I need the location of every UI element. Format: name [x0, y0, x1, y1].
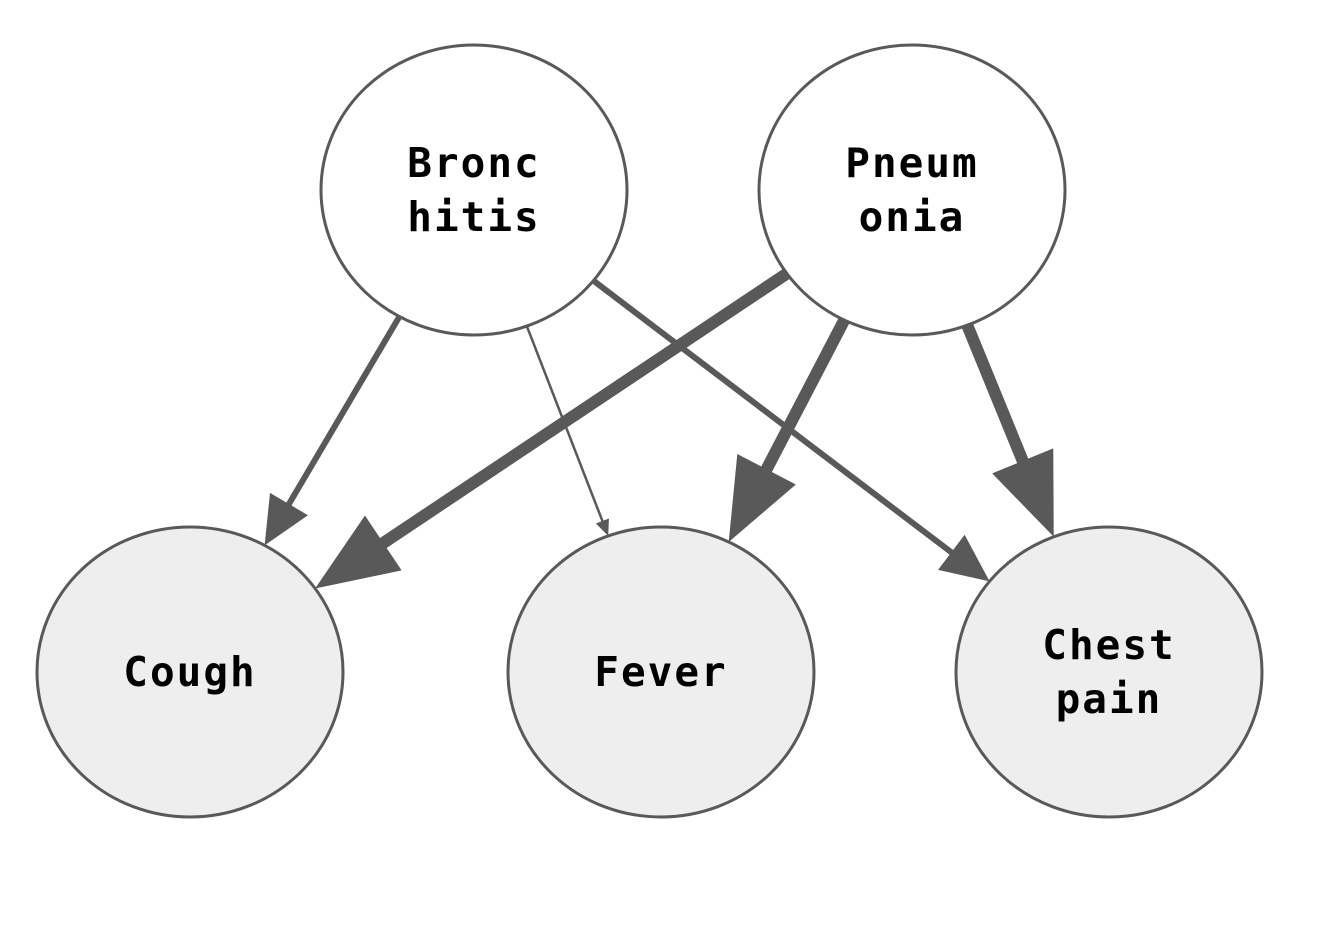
node-chest-pain: Chest pain	[954, 525, 1264, 819]
node-pneumonia: Pneum onia	[757, 43, 1067, 337]
node-label: onia	[859, 193, 966, 241]
edge-line	[760, 317, 850, 474]
node-label: Chest	[1042, 621, 1175, 669]
node-cough: Cough	[35, 525, 345, 819]
arrowhead-icon	[992, 448, 1054, 537]
node-circle	[954, 525, 1264, 819]
node-label: Pneum	[845, 139, 978, 187]
edge-bronchitis-to-fever	[525, 325, 609, 536]
node-label: Fever	[594, 648, 727, 696]
edge-line	[285, 315, 402, 508]
edge-line	[591, 278, 955, 556]
arrowhead-icon	[595, 518, 609, 536]
edge-line	[378, 268, 791, 550]
node-label: Bronc	[407, 139, 540, 187]
edge-pneumonia-to-chest-pain	[961, 322, 1054, 537]
edges-layer	[264, 268, 1054, 589]
node-circle	[506, 525, 816, 819]
edge-line	[961, 322, 1030, 466]
arrowhead-icon	[264, 492, 308, 546]
node-fever: Fever	[506, 525, 816, 819]
node-circle	[757, 43, 1067, 337]
arrowhead-icon	[938, 534, 990, 582]
node-circle	[35, 525, 345, 819]
arrowhead-icon	[315, 515, 402, 589]
node-label: Cough	[123, 648, 256, 696]
arrowhead-icon	[728, 454, 796, 542]
edge-bronchitis-to-cough	[264, 315, 402, 546]
node-bronchitis: Bronc hitis	[319, 43, 629, 337]
edge-bronchitis-to-chest-pain	[591, 278, 990, 582]
node-label: hitis	[407, 193, 540, 241]
node-circle	[319, 43, 629, 337]
edge-pneumonia-to-cough	[315, 268, 791, 589]
edge-pneumonia-to-fever	[728, 317, 850, 542]
node-label: pain	[1056, 675, 1163, 723]
